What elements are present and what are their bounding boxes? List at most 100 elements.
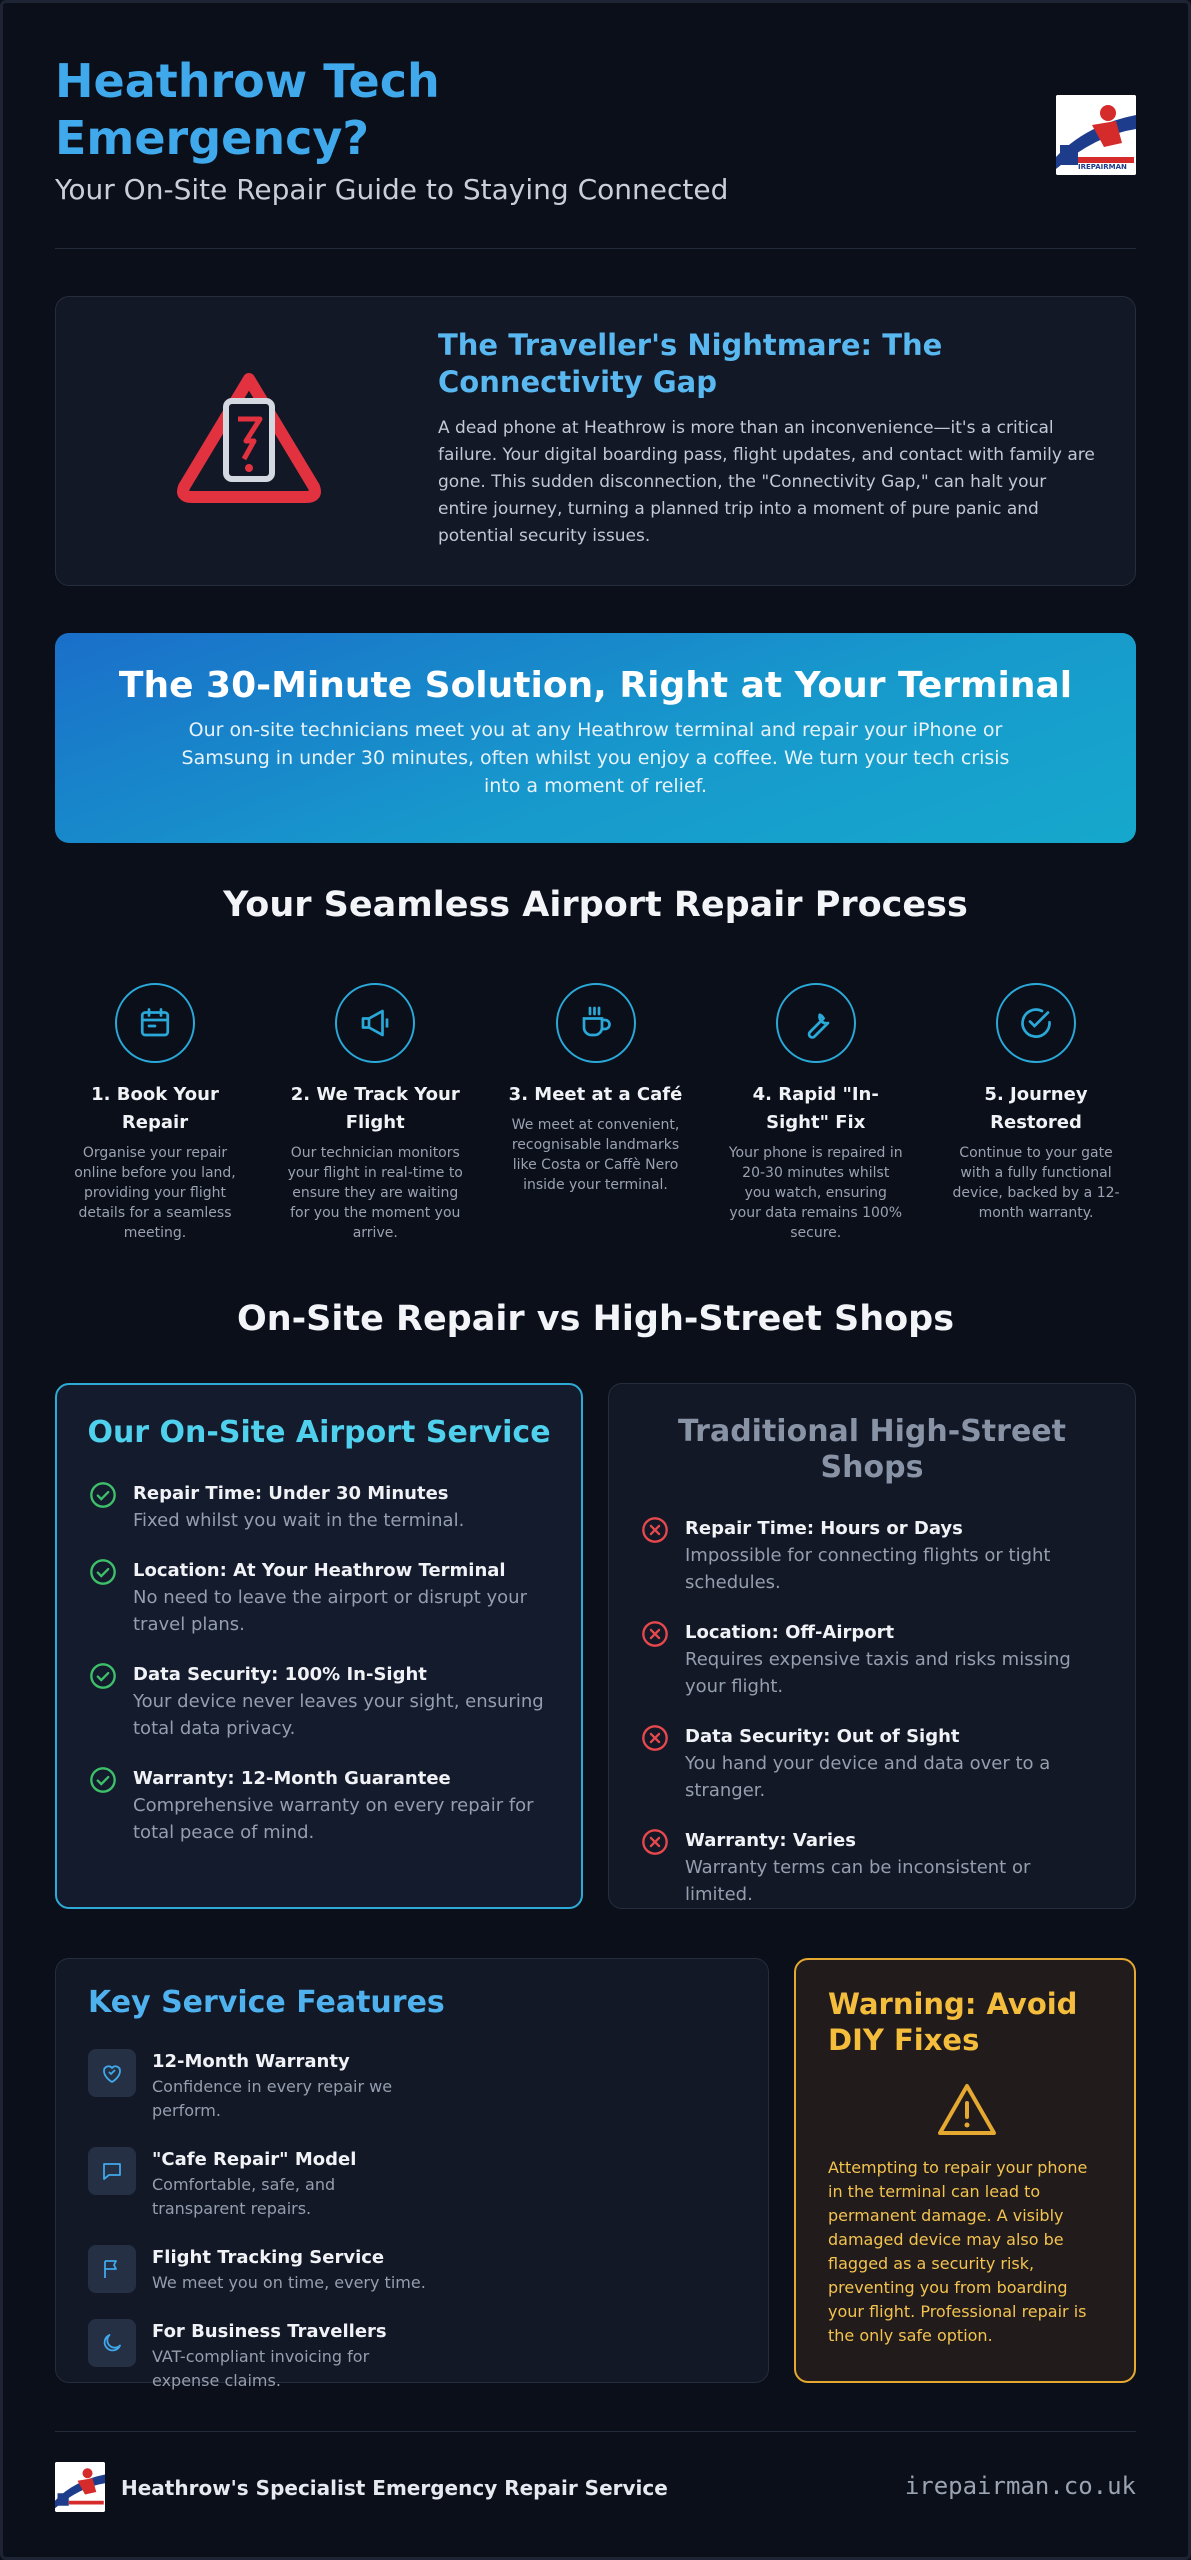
cross-icon (642, 1725, 668, 1751)
wrench-icon (775, 983, 856, 1063)
process-step: 4. Rapid "In-Sight" Fix Your phone is re… (728, 983, 904, 1243)
footer-logo[interactable] (55, 2462, 105, 2512)
feature-desc: VAT-compliant invoicing for expense clai… (152, 2347, 370, 2390)
process-step: 3. Meet at a Café We meet at convenient,… (508, 983, 684, 1243)
cross-icon (642, 1517, 668, 1543)
item-desc: Requires expensive taxis and risks missi… (685, 1649, 1071, 1697)
step-title: 4. Rapid "In-Sight" Fix (752, 1084, 879, 1133)
step-title: 2. We Track Your Flight (290, 1084, 460, 1133)
feature-head: For Business Travellers (152, 2321, 387, 2342)
feature-desc: Confidence in every repair we perform. (152, 2077, 393, 2120)
nightmare-title: The Traveller's Nightmare: The Connectiv… (438, 328, 943, 399)
page-subtitle: Your On-Site Repair Guide to Staying Con… (55, 173, 729, 206)
megaphone-icon (335, 983, 416, 1063)
step-body: Continue to your gate with a fully funct… (952, 1145, 1120, 1221)
item-head: Data Security: 100% In-Sight (133, 1664, 427, 1685)
item-desc: You hand your device and data over to a … (685, 1753, 1051, 1801)
check-icon (90, 1663, 116, 1689)
item-desc: Comprehensive warranty on every repair f… (133, 1795, 534, 1843)
features-title: Key Service Features (88, 1985, 445, 2020)
item-head: Data Security: Out of Sight (685, 1726, 960, 1747)
cross-icon (642, 1829, 668, 1855)
item-desc: Warranty terms can be inconsistent or li… (685, 1857, 1031, 1905)
step-title: 5. Journey Restored (984, 1084, 1088, 1133)
nightmare-text: The Traveller's Nightmare: The Connectiv… (438, 327, 1095, 550)
item-desc: Impossible for connecting flights or tig… (685, 1545, 1051, 1593)
item-head: Repair Time: Under 30 Minutes (133, 1483, 449, 1504)
item-desc: No need to leave the airport or disrupt … (133, 1587, 527, 1635)
step-body: Organise your repair online before you l… (74, 1145, 236, 1241)
feature-head: Flight Tracking Service (152, 2247, 385, 2268)
list-item: Location: At Your Heathrow Terminal No ne… (89, 1558, 547, 1638)
coffee-icon (555, 983, 636, 1063)
step-title: 3. Meet at a Café (508, 1084, 683, 1105)
warning-card: Warning: Avoid DIY Fixes Attempting to r… (794, 1958, 1136, 2383)
page-title: Heathrow Tech Emergency? (55, 54, 440, 165)
check-icon (90, 1767, 116, 1793)
check-icon (90, 1482, 116, 1508)
chat-icon (88, 2147, 136, 2195)
logo-wordmark: IREPAIRMAN (1078, 163, 1127, 171)
comparison-title: On-Site Repair vs High-Street Shops (236, 1299, 955, 1339)
flag-icon (88, 2245, 136, 2293)
phone-warning-icon (174, 367, 324, 517)
feature-head: 12-Month Warranty (152, 2051, 350, 2072)
check-circle-icon (996, 983, 1076, 1063)
step-body: Your phone is repaired in 20-30 minutes … (728, 1145, 903, 1241)
high-street-title: Traditional High-Street Shops (678, 1414, 1066, 1485)
cross-icon (642, 1621, 668, 1647)
item-head: Location: Off-Airport (685, 1622, 895, 1643)
item-desc: Your device never leaves your sight, ens… (133, 1691, 544, 1739)
logo-icon: IREPAIRMAN (1056, 95, 1136, 175)
item-head: Repair Time: Hours or Days (685, 1518, 963, 1539)
feature-desc: Comfortable, safe, and transparent repai… (152, 2175, 336, 2218)
item-desc: Fixed whilst you wait in the terminal. (133, 1510, 465, 1531)
item-head: Warranty: Varies (685, 1830, 856, 1851)
warning-body: Attempting to repair your phone in the t… (828, 2158, 1088, 2345)
warning-title: Warning: Avoid DIY Fixes (828, 1987, 1078, 2057)
onsite-title: Our On-Site Airport Service (87, 1415, 551, 1450)
item-head: Warranty: 12-Month Guarantee (133, 1768, 451, 1789)
solution-title: The 30-Minute Solution, Right at Your Te… (118, 665, 1073, 706)
step-title: 1. Book Your Repair (91, 1084, 219, 1133)
brand-logo[interactable]: IREPAIRMAN (1056, 95, 1136, 175)
high-street-card: Traditional High-Street Shops Repair Tim… (608, 1383, 1136, 1909)
feature-head: "Cafe Repair" Model (152, 2149, 357, 2170)
process-steps: 1. Book Your Repair Organise your repair… (55, 983, 1136, 1243)
solution-banner: The 30-Minute Solution, Right at Your Te… (55, 633, 1136, 843)
feature-desc: We meet you on time, every time. (152, 2273, 426, 2292)
footer: Heathrow's Specialist Emergency Repair S… (55, 2431, 1136, 2521)
check-icon (90, 1559, 116, 1585)
item-head: Location: At Your Heathrow Terminal (133, 1560, 506, 1581)
feature-item: Flight Tracking Service We meet you on ti… (88, 2245, 428, 2295)
logo-icon (55, 2462, 105, 2512)
step-body: We meet at convenient, recognisable land… (511, 1117, 680, 1193)
moon-icon (88, 2319, 136, 2367)
step-body: Our technician monitors your flight in r… (287, 1145, 463, 1241)
shield-heart-icon (88, 2049, 136, 2097)
solution-body: Our on-site technicians meet you at any … (181, 719, 1010, 797)
process-step: 5. Journey Restored Continue to your gat… (948, 983, 1124, 1243)
calendar-icon (115, 983, 195, 1063)
footer-url-link[interactable]: irepairman.co.uk (904, 2472, 1136, 2500)
warning-triangle-icon (938, 2084, 996, 2135)
footer-tagline: Heathrow's Specialist Emergency Repair S… (121, 2476, 668, 2500)
nightmare-card: The Traveller's Nightmare: The Connectiv… (55, 296, 1136, 586)
onsite-service-card: Our On-Site Airport Service Repair Time:… (55, 1383, 583, 1909)
nightmare-body: A dead phone at Heathrow is more than an… (438, 418, 1095, 546)
process-step: 1. Book Your Repair Organise your repair… (67, 983, 243, 1243)
process-title: Your Seamless Airport Repair Process (223, 885, 968, 925)
